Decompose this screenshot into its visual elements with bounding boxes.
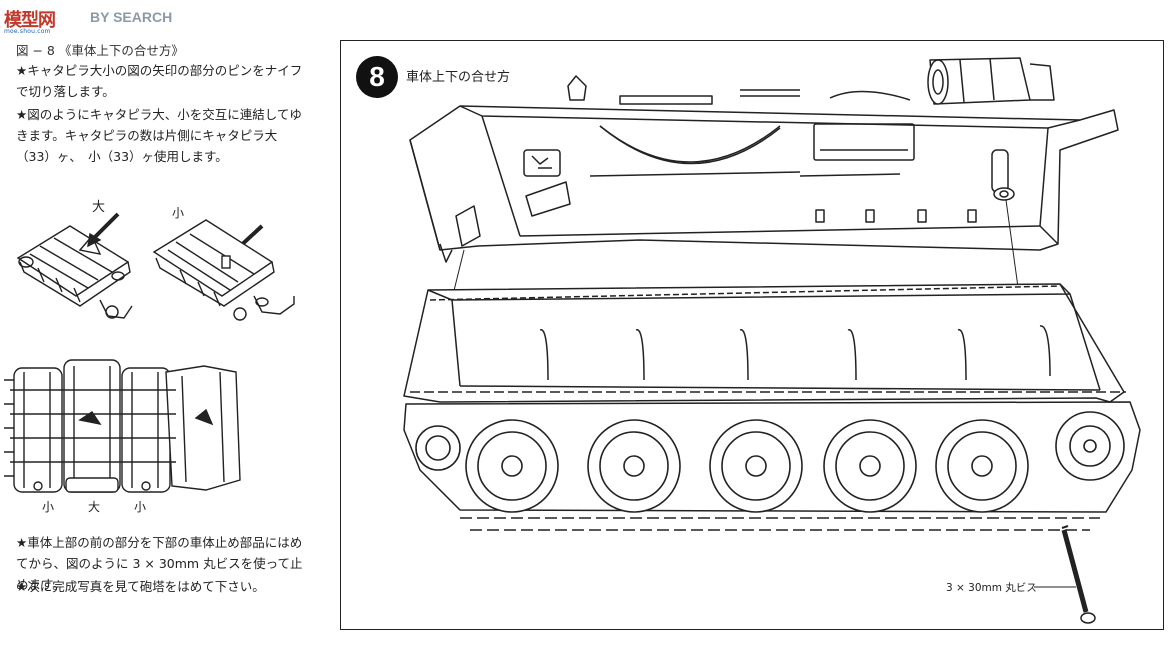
track-link-illustrations — [4, 212, 295, 493]
figure-title: 図 − 8 《車体上下の合せ方》 — [16, 43, 184, 58]
instruction-attach-hull: ★車体上部の前の部分を下部の車体止め部品にはめてから、図のように 3 × 30m… — [16, 535, 303, 592]
label-small-link: 小 — [172, 206, 185, 220]
lower-hull-drawing — [403, 283, 1141, 531]
logo-mark: 模型网 — [4, 10, 56, 31]
upper-hull-drawing — [409, 57, 1119, 263]
label-bottom-small-1: 小 — [42, 500, 55, 514]
logo-brand-text: BY SEARCH — [90, 9, 173, 25]
label-large-link: 大 — [92, 200, 106, 215]
assembled-track-chain-drawing — [4, 359, 241, 493]
instruction-attach-turret: ★次に完成写真を見て砲塔をはめて下さい。 — [16, 579, 265, 594]
step-number-badge: 8 — [356, 56, 398, 98]
logo-domain: moe.shou.com — [4, 28, 51, 35]
small-track-link-drawing — [152, 219, 295, 321]
label-bottom-large: 大 — [88, 500, 101, 514]
screw-size-label: 3 × 30mm 丸ビス — [946, 582, 1037, 594]
instruction-connect-tracks: ★図のようにキャタピラ大、小を交互に連結してゆきます。キャタピラの数は片側にキャ… — [16, 107, 302, 164]
screw-drawing — [1061, 525, 1096, 624]
watermark-logo: 模型网 BY SEARCH moe.shou.com — [4, 4, 174, 35]
instruction-cut-pins: ★キャタピラ大小の図の矢印の部分のピンをナイフで切り落します。 — [16, 63, 303, 99]
label-bottom-small-2: 小 — [134, 500, 147, 514]
step-title: 車体上下の合せ方 — [406, 70, 511, 85]
